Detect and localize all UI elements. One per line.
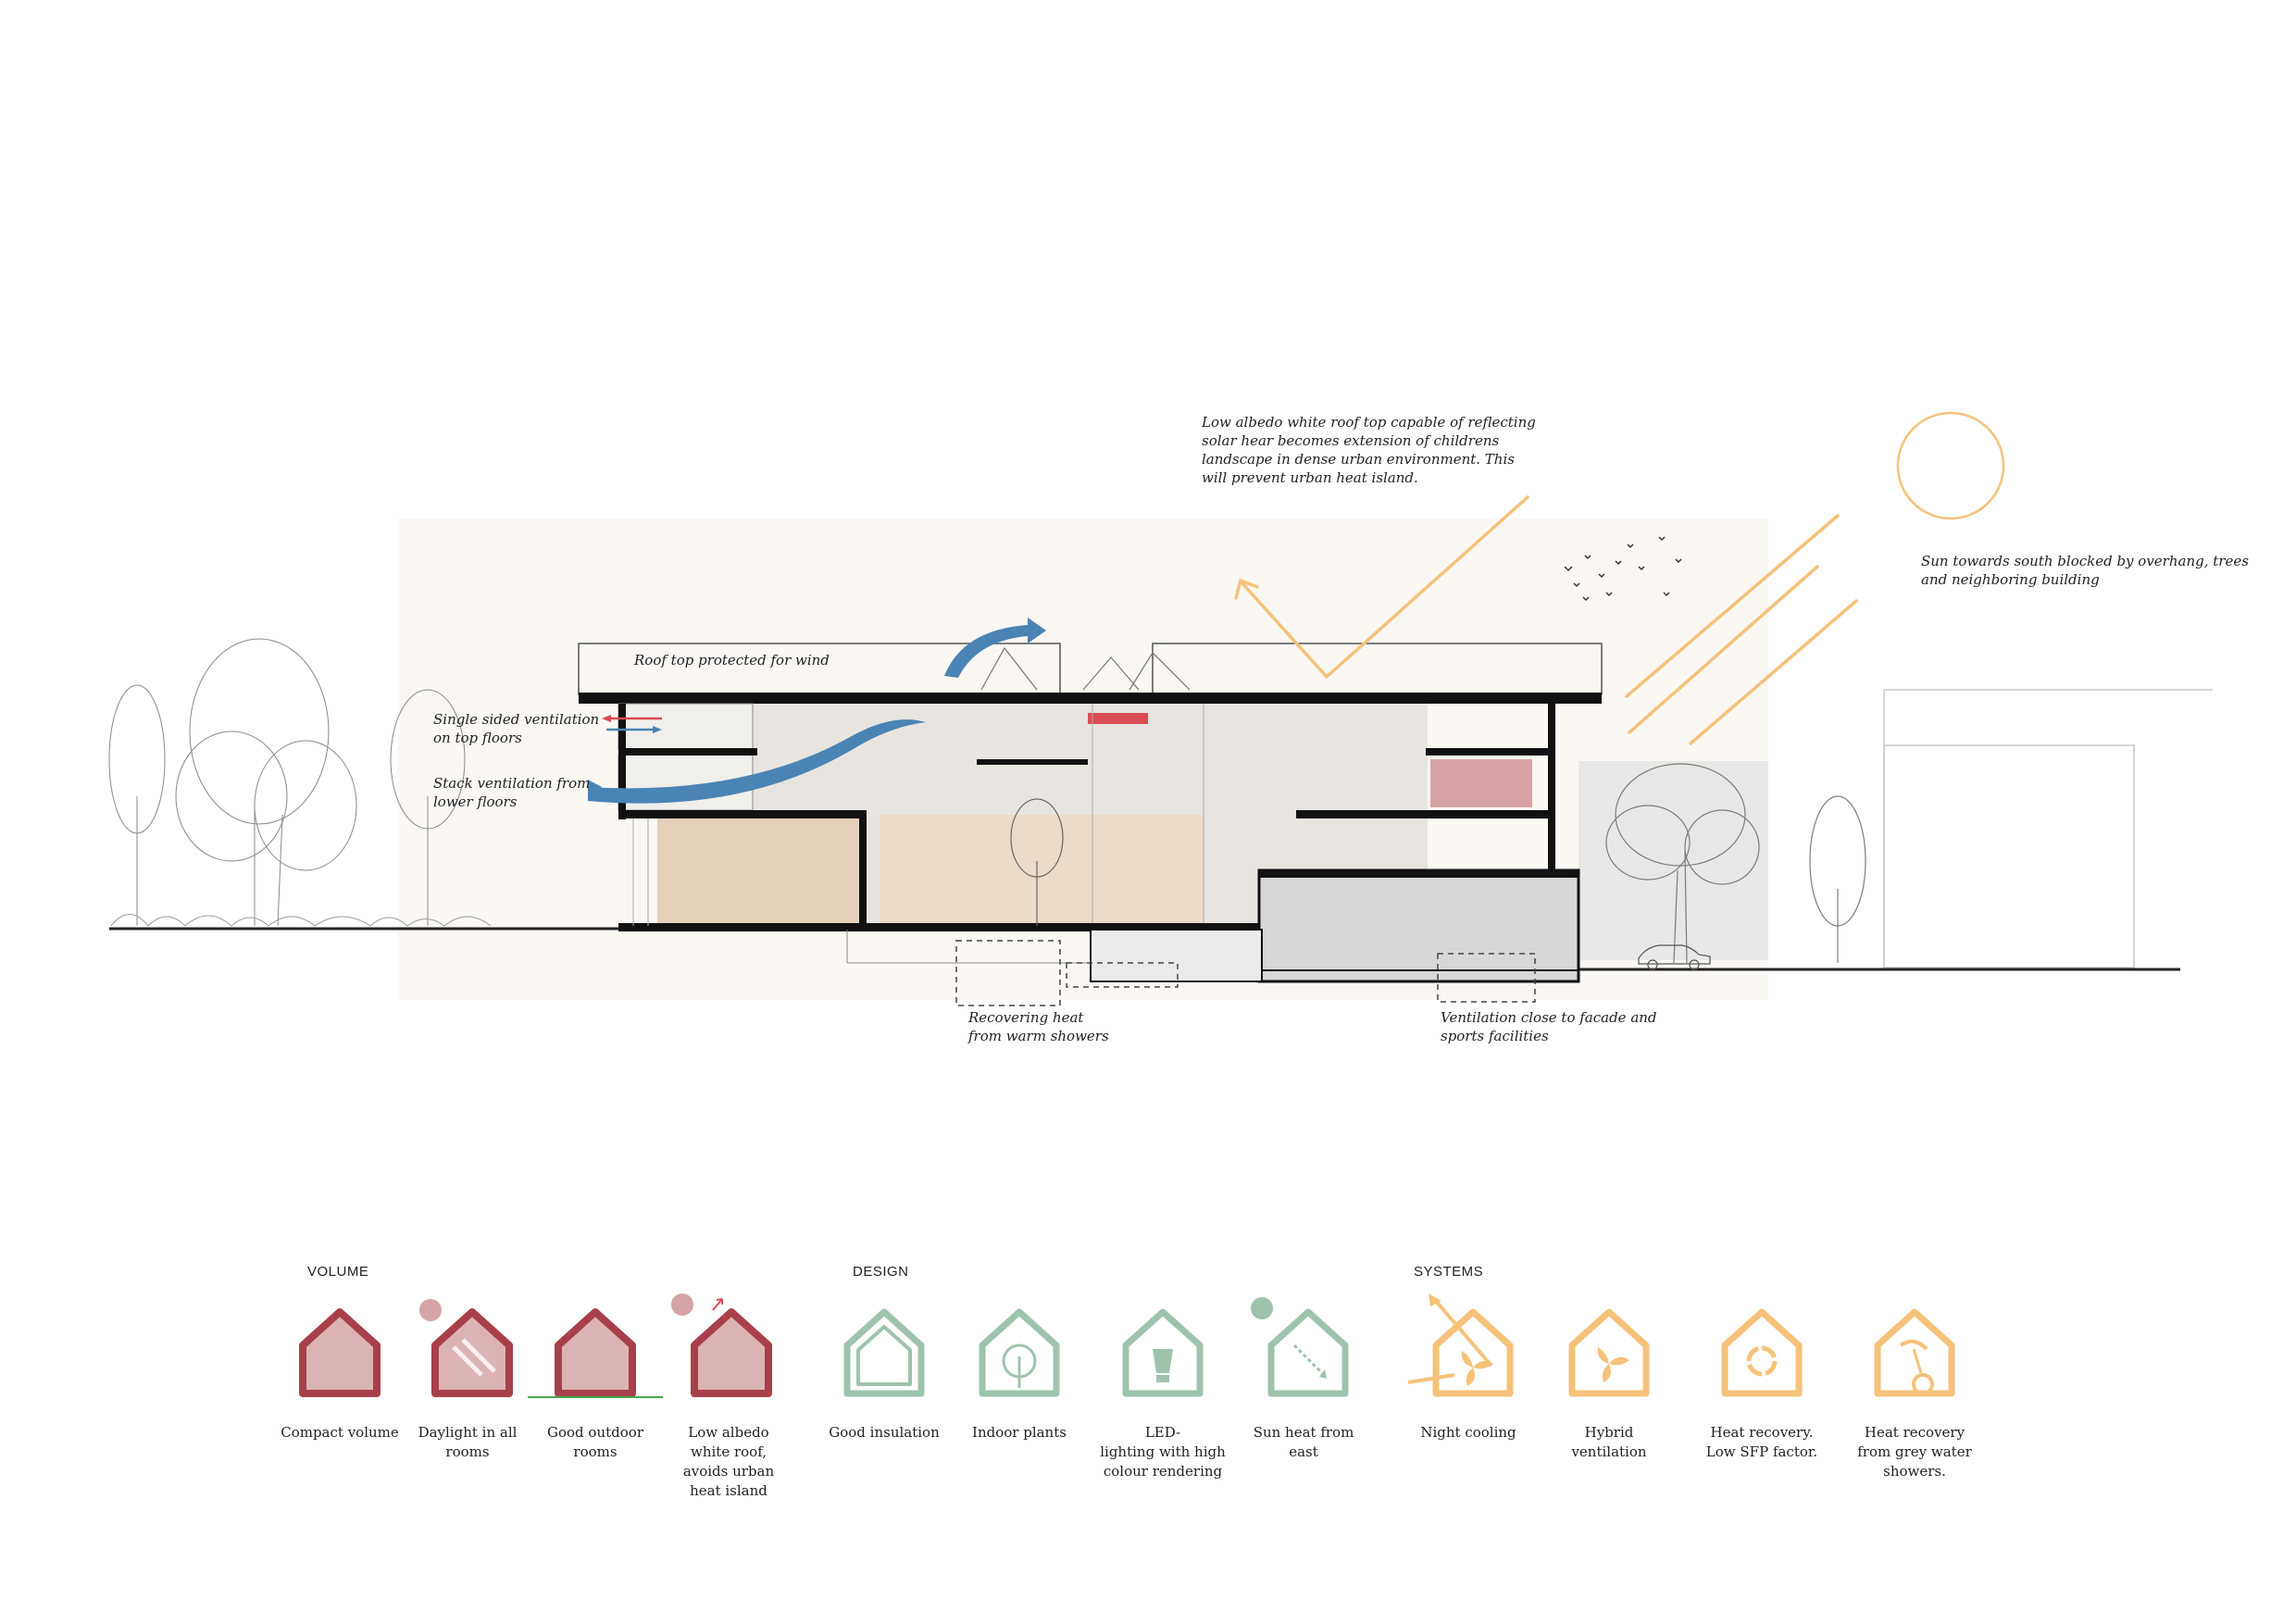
legend-label: Daylight in all rooms [418,1424,518,1460]
annotation-roof-wind: Roof top protected for wind [634,652,830,668]
building-section [578,643,1603,983]
annotation-single-sided-ventilation: Single sided ventilation on top floors [433,711,600,746]
legend-label: Hybrid ventilation [1571,1424,1647,1460]
legend-label: Good outdoor rooms [547,1424,643,1460]
night-cooling-icon [1407,1293,1514,1397]
legend-label: Heat recovery from grey water showers. [1857,1424,1972,1480]
legend-label: Sun heat from east [1253,1424,1354,1460]
annotation-heat-showers: Recovering heat from warm showers [968,1009,1109,1044]
legend-item-daylight: Daylight in all rooms [398,1292,537,1462]
legend-item-led-lighting: LED- lighting with high colour rendering [1093,1292,1232,1481]
roof-tents [980,646,1191,691]
plant-room-outlines [955,940,1536,1006]
annotation-ventilation-facade: Ventilation close to facade and sports f… [1441,1009,1657,1044]
legend-item-grey-water: Heat recovery from grey water showers. [1845,1292,1984,1481]
outdoor-rooms-icon [528,1308,663,1398]
annotation-roof-albedo: Low albedo white roof top capable of ref… [1202,414,1536,486]
legend-item-sun-heat: Sun heat from east [1234,1292,1373,1462]
neighbouring-building [1883,689,2213,968]
legend-label: Good insulation [829,1424,940,1441]
hybrid-ventilation-icon [1568,1308,1650,1397]
grey-water-icon [1874,1308,1955,1397]
legend-title-design: DESIGN [853,1264,909,1280]
daylight-icon [419,1299,513,1397]
legend-item-night-cooling: Night cooling [1399,1292,1538,1443]
ground-line [109,927,2180,971]
led-lighting-icon [1122,1308,1204,1397]
legend-item-indoor-plants: Indoor plants [950,1292,1089,1443]
birds [1564,536,1682,602]
sun-heat-icon [1251,1297,1349,1397]
legend-item-heat-recovery: Heat recovery. Low SFP factor. [1692,1292,1831,1462]
legend-title-systems: SYSTEMS [1414,1264,1484,1280]
annotation-sun: Sun towards south blocked by overhang, t… [1921,553,2249,588]
legend-label: Heat recovery. Low SFP factor. [1705,1424,1818,1460]
indoor-plants-icon [979,1308,1060,1397]
legend-label: Indoor plants [972,1424,1067,1441]
annotation-stack-ventilation: Stack ventilation from lower floors [433,775,591,810]
legend-label: LED- lighting with high colour rendering [1100,1424,1226,1480]
legend-title-volume: VOLUME [307,1264,369,1280]
legend-item-compact-volume: Compact volume [270,1292,409,1443]
white-roof-icon [671,1293,772,1397]
sun-icon [1896,411,2005,520]
heat-recovery-icon [1721,1308,1803,1397]
sun-rays [1234,495,1858,745]
legend-label: Night cooling [1420,1424,1516,1441]
trees-right [1605,763,1866,964]
legend-label: Low albedo white roof, avoids urban heat… [682,1424,775,1499]
legend-item-hybrid-ventilation: Hybrid ventilation [1540,1292,1678,1462]
trees-left [108,638,492,927]
car [1638,944,1711,970]
legend-label: Compact volume [281,1424,399,1441]
legend-item-insulation: Good insulation [815,1292,954,1443]
atrium-tree [1010,798,1064,926]
single-sided-vent-arrows [602,715,662,733]
legend-item-outdoor-rooms: Good outdoor rooms [526,1292,665,1462]
shading-wall [1578,761,1768,960]
legend-item-white-roof: Low albedo white roof, avoids urban heat… [659,1292,798,1501]
insulation-icon [843,1308,925,1397]
airflow-arrows [588,618,1046,804]
compact-volume-icon [299,1308,381,1397]
